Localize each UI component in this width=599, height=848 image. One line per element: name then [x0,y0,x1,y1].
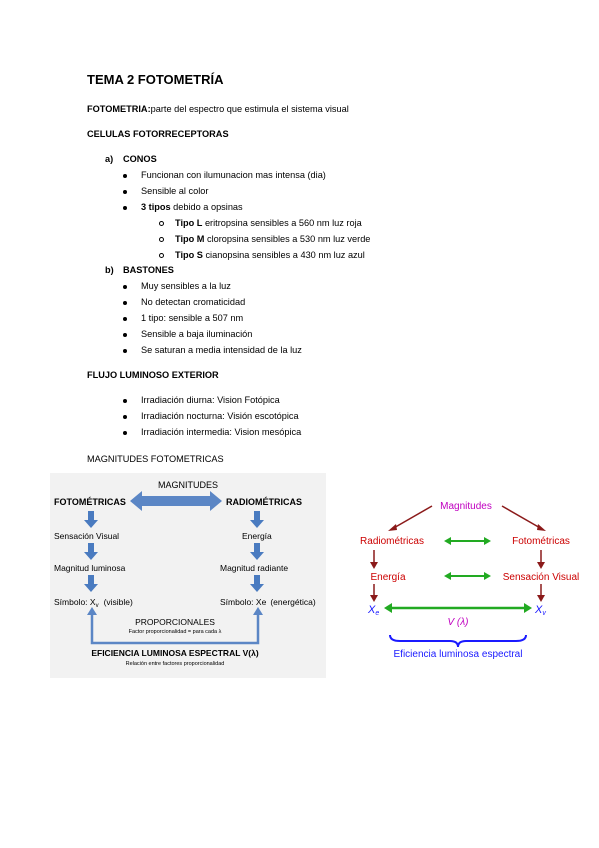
v-lambda-label: V (λ) [447,617,468,628]
curly-brace-icon [389,634,527,648]
down-arrow-icon [250,575,264,592]
down-arrow-icon [84,543,98,560]
bullet-icon [123,301,127,305]
energia-label: Energía [242,531,272,541]
definition-line: FOTOMETRIA:parte del espectro que estimu… [87,104,349,114]
arrowhead-icon [370,595,378,602]
circle-bullet-icon [159,237,164,242]
bullet-icon [123,333,127,337]
down-arrow-icon [84,575,98,592]
bullet-icon [123,285,127,289]
radiometricas-label: Radiométricas [360,536,424,547]
radiometricas-label: RADIOMÉTRICAS [226,497,302,507]
bullet-icon [123,399,127,403]
arrowhead-icon [444,572,451,580]
down-arrow-icon [84,511,98,528]
down-arrow-icon [250,511,264,528]
bullet-icon [123,206,127,210]
arrowhead-icon [484,572,491,580]
magnitudes-label: Magnitudes [440,501,492,512]
magnitud-luminosa-label: Magnitud luminosa [54,563,126,573]
bastones-label: BASTONES [123,265,174,275]
xv-symbol: Xv [534,604,546,617]
circle-bullet-icon [159,221,164,226]
magnitudes-diagram-right: Magnitudes Radiométricas Fotométricas En… [360,501,580,660]
bullet-icon [123,415,127,419]
arrowhead-icon [484,537,491,545]
proportional-connector [90,610,260,645]
bullet-icon [123,431,127,435]
proporcionales-label: PROPORCIONALES [135,617,215,627]
arrowhead-icon [384,603,392,613]
bullet-icon [123,190,127,194]
section-heading-celulas: CELULAS FOTORRECEPTORAS [87,129,229,139]
eficiencia-sub: Relación entre factores proporcionalidad [126,661,225,667]
arrowhead-icon [388,524,397,531]
arrowhead-icon [537,595,545,602]
magnitudes-diagram-left: MAGNITUDES FOTOMÉTRICAS RADIOMÉTRICAS Se… [50,473,326,678]
list-marker-b: b) [105,265,114,275]
up-arrow-icon [87,607,97,615]
bullet-icon [123,349,127,353]
simbolo-xv-label: Símbolo: Xv(visible) [54,597,133,609]
section-heading-flujo: FLUJO LUMINOSO EXTERIOR [87,370,219,380]
eficiencia-label: Eficiencia luminosa espectral [394,649,523,660]
arrowhead-icon [444,537,451,545]
branch-line [391,505,433,530]
arrowhead-icon [370,562,378,569]
fotometricas-label: FOTOMÉTRICAS [54,497,126,507]
arrowhead-icon [524,603,532,613]
proporcionales-sub: Factor proporcionalidad = para cada λ [129,629,222,635]
branch-line [501,505,543,530]
eficiencia-label: EFICIENCIA LUMINOSA ESPECTRAL V(λ) [91,648,259,658]
arrowhead-icon [537,562,545,569]
circle-bullet-icon [159,253,164,258]
conos-label: CONOS [123,154,157,164]
definition-term: FOTOMETRIA: [87,104,151,114]
xe-symbol: Xe [367,604,379,617]
simbolo-xe-label: Símbolo: Xe(energética) [220,597,316,607]
energia-label: Energía [370,572,405,583]
up-arrow-icon [253,607,263,615]
section-heading-magnitudes: MAGNITUDES FOTOMETRICAS [87,454,224,464]
page-title: TEMA 2 FOTOMETRÍA [87,72,224,87]
arrowhead-icon [537,524,546,531]
definition-text: parte del espectro que estimula el siste… [150,104,349,114]
sensacion-visual-label: Sensación Visual [54,531,119,541]
fotometricas-label: Fotométricas [512,536,570,547]
diagram-top-label: MAGNITUDES [158,480,218,490]
down-arrow-icon [250,543,264,560]
magnitud-radiante-label: Magnitud radiante [220,563,288,573]
bullet-icon [123,174,127,178]
double-arrow-icon [130,491,222,511]
bullet-icon [123,317,127,321]
sensacion-visual-label: Sensación Visual [503,572,580,583]
list-marker-a: a) [105,154,114,164]
